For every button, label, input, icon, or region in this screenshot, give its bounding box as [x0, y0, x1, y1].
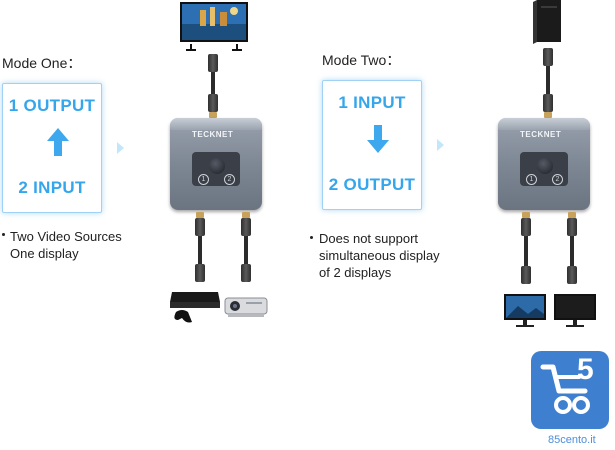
port-1-label: 1 — [526, 174, 537, 185]
switch-button-panel: 1 2 — [192, 152, 240, 186]
hdmi-cable — [244, 236, 248, 264]
hdmi-plug — [208, 94, 218, 112]
watermark-site: 85cento.it — [548, 434, 596, 446]
arrow-down-icon — [367, 125, 389, 153]
switch-button — [537, 158, 553, 174]
hdmi-plug — [195, 218, 205, 236]
tv-icon — [180, 2, 248, 51]
hdmi-plug — [567, 218, 577, 236]
watermark-logo: 5 — [531, 351, 609, 429]
hdmi-connector — [196, 212, 204, 218]
note-line: Does not support — [319, 231, 419, 246]
logo-digit: 5 — [577, 353, 594, 386]
pc-tower-icon — [533, 0, 561, 44]
hdmi-cable — [570, 236, 574, 266]
note-line: One display — [10, 246, 79, 261]
switch-brand: TECKNET — [520, 130, 562, 139]
hdmi-switch: TECKNET 1 2 — [498, 118, 590, 210]
cart-logo-icon — [540, 364, 590, 414]
mode-one-top-label: 1 OUTPUT — [8, 96, 96, 115]
hdmi-plug — [241, 218, 251, 236]
mode-two-panel: 1 INPUT 2 OUTPUT — [322, 80, 422, 210]
monitor-icon — [504, 294, 546, 327]
hdmi-connector — [544, 112, 552, 118]
port-1-label: 1 — [198, 174, 209, 185]
hdmi-plug — [521, 218, 531, 236]
switch-brand: TECKNET — [192, 130, 234, 139]
hdmi-plug — [567, 266, 577, 284]
mode-one-title: Mode One： — [2, 55, 82, 71]
mode-two-title: Mode Two： — [322, 52, 401, 68]
note-line: of 2 displays — [319, 265, 392, 280]
hdmi-cable — [546, 66, 550, 94]
note-line: simultaneous display — [319, 248, 440, 263]
hdmi-connector — [522, 212, 530, 218]
game-console-icon — [170, 292, 220, 323]
port-2-label: 2 — [552, 174, 563, 185]
switch-button-panel: 1 2 — [520, 152, 568, 186]
port-2-label: 2 — [224, 174, 235, 185]
arrow-right-icon — [117, 142, 124, 154]
hdmi-cable — [198, 236, 202, 264]
projector-icon — [224, 297, 268, 317]
mode-two-notes: Does not support simultaneous display of… — [310, 230, 440, 281]
bullet-item: Does not support — [310, 230, 440, 247]
hdmi-connector — [242, 212, 250, 218]
hdmi-cable — [524, 236, 528, 266]
hdmi-connector — [209, 112, 217, 118]
mode-one-notes: Two Video Sources One display — [2, 228, 122, 262]
hdmi-plug — [543, 48, 553, 66]
hdmi-connector — [568, 212, 576, 218]
hdmi-switch: TECKNET 1 2 — [170, 118, 262, 210]
monitor-icon — [554, 294, 596, 327]
hdmi-plug — [208, 54, 218, 72]
mode-two-top-label: 1 INPUT — [338, 93, 406, 112]
hdmi-plug — [241, 264, 251, 282]
note-line: Two Video Sources — [10, 229, 122, 244]
hdmi-plug — [543, 94, 553, 112]
mode-two-bottom-label: 2 OUTPUT — [328, 175, 416, 194]
bullet-item: Two Video Sources — [2, 228, 122, 245]
arrow-up-icon — [47, 128, 69, 156]
hdmi-cable — [211, 72, 215, 94]
arrow-right-icon — [437, 139, 444, 151]
hdmi-plug — [521, 266, 531, 284]
switch-button — [209, 158, 225, 174]
mode-one-panel: 1 OUTPUT 2 INPUT — [2, 83, 102, 213]
mode-one-bottom-label: 2 INPUT — [18, 178, 86, 197]
hdmi-plug — [195, 264, 205, 282]
